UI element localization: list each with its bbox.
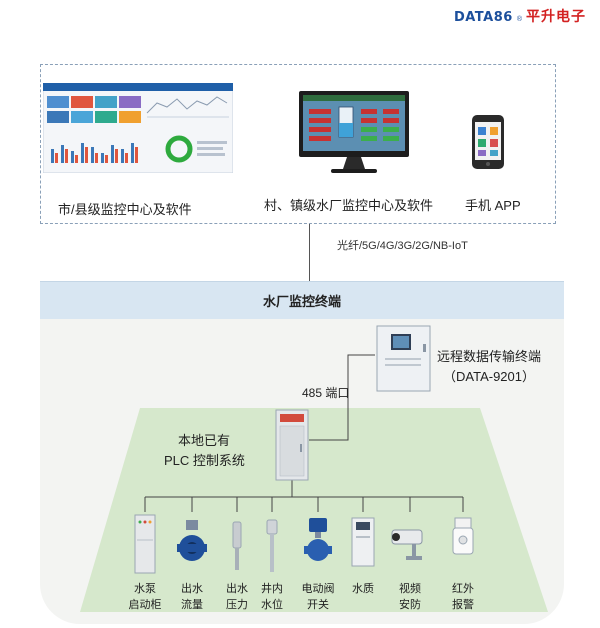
registered-mark: ® [516,16,522,23]
network-link-line [309,224,310,281]
dashboard-illustration [43,83,233,173]
plc-line2: PLC 控制系统 [164,453,245,468]
cctv-camera-icon [391,529,423,560]
device-label-pressure: 出水压力 [226,583,248,611]
brand-name-en: DATA86 [453,10,513,25]
channels-label: 光纤/5G/4G/3G/2G/NB-IoT [337,240,468,252]
mobile-phone-illustration [472,115,504,169]
level-sensor-icon [266,519,278,572]
device-label-quality: 水质 [352,583,374,595]
electric-valve-icon [304,518,332,561]
county-center-label: 市/县级监控中心及软件 [58,202,192,217]
field-zone [80,408,548,612]
terminal-title: 水厂监控终端 [262,294,341,309]
brand-logo: DATA86® 平升电子 [454,6,586,26]
plc-cabinet-icon [275,409,309,481]
mobile-app-label: 手机 APP [465,198,521,213]
device-label-infrared: 红外报警 [452,583,474,611]
device-label-valve: 电动阀开关 [301,583,335,611]
infrared-sensor-icon [452,517,474,555]
rtu-name: 远程数据传输终端 [437,349,542,364]
device-label-level: 井内水位 [261,583,283,611]
device-label-video: 视频安防 [399,583,421,611]
pump-cabinet-icon [134,514,156,574]
flow-meter-icon [177,520,207,561]
rtu-model: （DATA-9201） [443,369,535,384]
rs485-port-label: 485 端口 [302,386,350,400]
village-center-label: 村、镇级水厂监控中心及软件 [264,198,434,213]
device-label-flow: 出水流量 [181,583,203,611]
plc-line1: 本地已有 [178,433,231,448]
pressure-sensor-icon [232,521,242,570]
terminal-bar: 水厂监控终端 [40,281,564,319]
brand-name-cn: 平升电子 [526,9,586,25]
rs485-connection-line [309,354,375,441]
water-quality-analyzer-icon [351,517,375,567]
rtu-cabinet-icon [376,325,431,392]
device-label-pump: 水泵启动柜 [128,583,162,611]
desktop-monitor-illustration [299,91,409,173]
